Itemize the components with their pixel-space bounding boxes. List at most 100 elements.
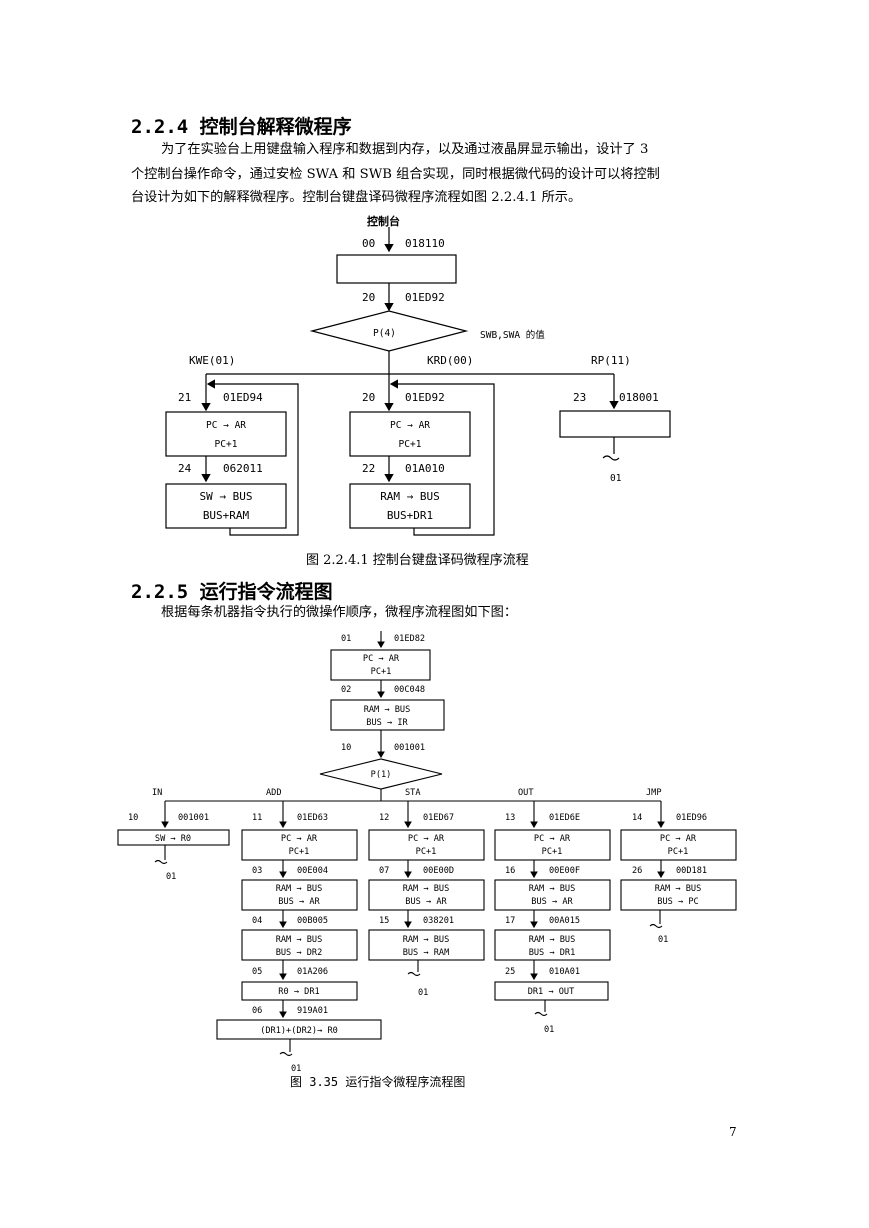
fig1-start-label: 控制台 xyxy=(367,214,400,228)
fig2-add-op3b: BUS → DR2 xyxy=(276,948,323,958)
fig2-add-next: 01 xyxy=(291,1064,301,1074)
fig1-rp-addr: 23 xyxy=(573,391,586,404)
fig2-out-code3: 00A015 xyxy=(549,916,580,926)
fig1-krd-op2a: RAM → BUS xyxy=(380,490,440,503)
fig1-krd-op1a: PC → AR xyxy=(390,420,430,431)
fig2-out-op3a: RAM → BUS xyxy=(529,935,576,945)
fig2-add-op2a: RAM → BUS xyxy=(276,884,323,894)
fig2-add-code2: 00E004 xyxy=(297,866,328,876)
paragraph-line-3: 台设计为如下的解释微程序。控制台键盘译码微程序流程如图 2.2.4.1 所示。 xyxy=(131,190,582,205)
fig2-jmp-op1b: PC+1 xyxy=(668,847,689,857)
fig2-sta-op1a: PC → AR xyxy=(408,834,445,844)
fig2-sta-op3b: BUS → RAM xyxy=(403,948,450,958)
fig2-s2-op-a: RAM → BUS xyxy=(364,705,411,715)
fig2-branch-jmp: JMP xyxy=(646,788,662,798)
fig2-sta-code3: 038201 xyxy=(423,916,454,926)
fig2-out-addr1: 13 xyxy=(505,813,515,823)
fig1-label-kwe: KWE(01) xyxy=(189,354,235,367)
run-instruction-flowchart: 01 01ED82 PC → AR PC+1 02 00C048 RAM → B… xyxy=(117,631,737,1074)
fig2-s3-code: 001001 xyxy=(394,743,425,753)
fig1-condition-note: SWB,SWA 的值 xyxy=(480,329,545,341)
fig2-out-op4: DR1 → OUT xyxy=(528,987,575,997)
fig1-kwe-op1b: PC+1 xyxy=(215,439,238,450)
fig2-jmp-code2: 00D181 xyxy=(676,866,707,876)
fig2-add-addr5: 06 xyxy=(252,1006,262,1016)
fig2-sta-op3a: RAM → BUS xyxy=(403,935,450,945)
paragraph-line-1: 为了在实验台上用键盘输入程序和数据到内存，以及通过液晶屏显示输出，设计了 3 xyxy=(161,142,649,157)
fig1-condition: P(4) xyxy=(373,328,396,339)
fig2-sta-code2: 00E00D xyxy=(423,866,454,876)
fig1-kwe-addr2: 24 xyxy=(178,462,192,475)
console-decode-flowchart: 控制台 00 018110 20 01ED92 P(4) SWB,SWA 的值 … xyxy=(165,214,671,536)
fig1-krd-op2b: BUS+DR1 xyxy=(387,509,433,522)
fig2-s1-op-b: PC+1 xyxy=(371,667,392,677)
fig2-out-op2b: BUS → AR xyxy=(531,897,573,907)
fig2-jmp-code1: 01ED96 xyxy=(676,813,707,823)
fig2-jmp-next: 01 xyxy=(658,935,668,945)
fig1-kwe-op2b: BUS+RAM xyxy=(203,509,250,522)
fig2-condition: P(1) xyxy=(371,770,392,780)
fig1-krd-code2: 01A010 xyxy=(405,462,445,475)
fig1-code-20: 01ED92 xyxy=(405,291,445,304)
fig1-krd-addr1: 20 xyxy=(362,391,375,404)
fig1-kwe-op1a: PC → AR xyxy=(206,420,246,431)
fig2-add-code4: 01A206 xyxy=(297,967,328,977)
fig2-sta-addr2: 07 xyxy=(379,866,389,876)
fig2-sta-op1b: PC+1 xyxy=(416,847,437,857)
fig2-branch-out: OUT xyxy=(518,788,534,798)
fig1-krd-addr2: 22 xyxy=(362,462,375,475)
fig2-sta-code1: 01ED67 xyxy=(423,813,454,823)
fig2-out-op3b: BUS → DR1 xyxy=(529,948,576,958)
section-2-2-5-intro: 根据每条机器指令执行的微操作顺序，微程序流程图如下图： xyxy=(161,605,518,620)
fig2-add-code1: 01ED63 xyxy=(297,813,328,823)
fig2-add-addr2: 03 xyxy=(252,866,262,876)
fig1-addr-00: 00 xyxy=(362,237,375,250)
fig2-add-code3: 00B005 xyxy=(297,916,328,926)
fig2-sta-addr3: 15 xyxy=(379,916,389,926)
fig1-kwe-addr1: 21 xyxy=(178,391,191,404)
fig2-s2-code: 00C048 xyxy=(394,685,425,695)
fig2-out-op2a: RAM → BUS xyxy=(529,884,576,894)
fig2-branch-add: ADD xyxy=(266,788,282,798)
fig2-out-next: 01 xyxy=(544,1025,554,1035)
fig1-rp-next: 01 xyxy=(610,473,622,484)
fig1-kwe-code1: 01ED94 xyxy=(223,391,263,404)
fig2-in-next: 01 xyxy=(166,872,176,882)
fig2-out-op1a: PC → AR xyxy=(534,834,571,844)
fig2-add-addr1: 11 xyxy=(252,813,262,823)
fig2-jmp-op1a: PC → AR xyxy=(660,834,697,844)
section-2-2-4-heading: 2.2.4 控制台解释微程序 xyxy=(131,116,352,138)
fig1-krd-op1b: PC+1 xyxy=(399,439,422,450)
fig2-jmp-op2b: BUS → PC xyxy=(657,897,698,907)
fig2-s2-op-b: BUS → IR xyxy=(366,718,408,728)
fig2-out-code4: 010A01 xyxy=(549,967,580,977)
fig2-in-code: 001001 xyxy=(178,813,209,823)
fig2-add-op2b: BUS → AR xyxy=(278,897,320,907)
fig1-rp-code: 018001 xyxy=(619,391,659,404)
fig2-jmp-addr1: 14 xyxy=(632,813,642,823)
fig2-out-op1b: PC+1 xyxy=(542,847,563,857)
figure-2-2-4-1-caption: 图 2.2.4.1 控制台键盘译码微程序流程 xyxy=(306,553,529,568)
paragraph-line-2: 个控制台操作命令，通过安检 SWA 和 SWB 组合实现，同时根据微代码的设计可… xyxy=(131,167,660,182)
fig2-add-op5: (DR1)+(DR2)→ R0 xyxy=(260,1026,338,1036)
fig1-label-krd: KRD(00) xyxy=(427,354,473,367)
fig1-label-rp: RP(11) xyxy=(591,354,631,367)
fig2-branch-sta: STA xyxy=(405,788,421,798)
fig2-add-addr3: 04 xyxy=(252,916,262,926)
fig2-s2-addr: 02 xyxy=(341,685,351,695)
fig2-add-op1b: PC+1 xyxy=(289,847,310,857)
fig2-branch-in: IN xyxy=(152,788,162,798)
fig2-in-addr: 10 xyxy=(128,813,138,823)
fig2-sta-next: 01 xyxy=(418,988,428,998)
fig2-s1-op-a: PC → AR xyxy=(363,654,400,664)
fig2-add-addr4: 05 xyxy=(252,967,262,977)
fig2-add-op1a: PC → AR xyxy=(281,834,318,844)
figure-3-35-caption: 图 3.35 运行指令微程序流程图 xyxy=(290,1075,466,1089)
fig1-kwe-code2: 062011 xyxy=(223,462,263,475)
fig2-s3-addr: 10 xyxy=(341,743,351,753)
fig2-s1-addr: 01 xyxy=(341,634,351,644)
fig2-jmp-op2a: RAM → BUS xyxy=(655,884,702,894)
fig2-out-code1: 01ED6E xyxy=(549,813,580,823)
fig2-add-op3a: RAM → BUS xyxy=(276,935,323,945)
fig2-add-code5: 919A01 xyxy=(297,1006,328,1016)
